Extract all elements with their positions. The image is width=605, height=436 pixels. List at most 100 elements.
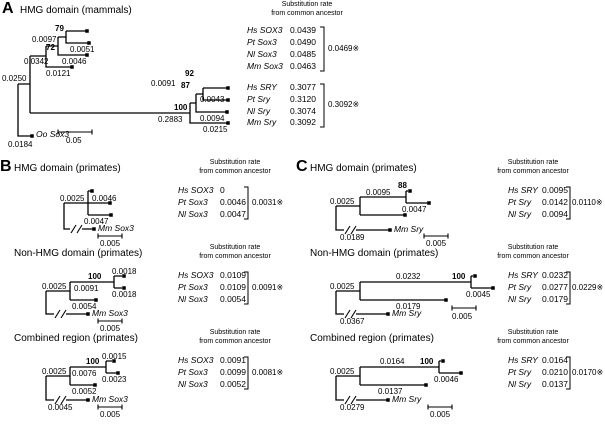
panel-a-title: HMG domain (mammals) xyxy=(20,5,132,16)
taxon-name: Pt Sry xyxy=(508,282,532,292)
panel-b2-internal-length: 0.0091 xyxy=(74,284,99,293)
panel-c2-title: Non-HMG domain (primates) xyxy=(310,248,439,259)
scale-bars xyxy=(57,129,477,410)
panel-a-mm-sox3-branch-length: 0.0121 xyxy=(46,69,71,78)
taxon-name: Nl Sox3 xyxy=(178,209,208,219)
rate-header-line1: Substitution rate xyxy=(507,244,559,251)
panel-c3-title: Combined region (primates) xyxy=(310,333,434,344)
panel-b-tree3-branches xyxy=(45,360,117,401)
panel-a-bootstrap-sry-clade: 100 xyxy=(174,103,188,112)
substitution-rate: 0.3092 xyxy=(290,117,316,127)
panel-b3-stem-length: 0.0025 xyxy=(42,367,67,376)
panel-c-tree2-branches xyxy=(335,275,493,315)
panel-c1-bootstrap: 88 xyxy=(398,181,407,190)
panel-c3-outgroup-taxon: Mm Sry xyxy=(392,394,422,404)
panel-c1-scale-label: 0.005 xyxy=(426,239,447,248)
substitution-rate: 0.0109 xyxy=(220,282,246,292)
panel-b3-internal-length: 0.0076 xyxy=(72,369,97,378)
panel-c2-internal-length: 0.0232 xyxy=(396,272,421,281)
panel-c3-rate-header: Substitution rate from common ancestor xyxy=(478,328,588,346)
average-rate-sry: 0.3092※ xyxy=(328,100,360,109)
average-rate: 0.0170※ xyxy=(572,368,604,377)
panel-c2-rate-header: Substitution rate from common ancestor xyxy=(478,243,588,261)
panel-c3-bootstrap: 100 xyxy=(420,357,434,366)
taxon-name: Pt Sox3 xyxy=(178,367,208,377)
panel-a-tree-branches xyxy=(17,30,228,137)
taxon-name: Hs SOX3 xyxy=(178,185,214,195)
rate-header-line2: from common ancestor xyxy=(199,253,271,260)
substitution-rate: 0.0054 xyxy=(220,294,246,304)
panel-b-tree1-branches xyxy=(63,190,111,230)
rate-header-line2: from common ancestor xyxy=(497,338,569,345)
substitution-rate: 0.0485 xyxy=(290,49,316,59)
panel-b1-nl-branch-length: 0.0047 xyxy=(84,217,109,226)
rate-header-line2: from common ancestor xyxy=(199,338,271,345)
panel-b3-outgroup-taxon: Mm Sox3 xyxy=(92,394,128,404)
average-rate-sox3: 0.0469※ xyxy=(328,44,360,53)
panel-b2-rate-header: Substitution rate from common ancestor xyxy=(180,243,290,261)
panel-c1-rate-header: Substitution rate from common ancestor xyxy=(478,158,588,176)
panel-b3-bootstrap: 100 xyxy=(86,357,100,366)
panel-c1-outgroup-branch-length: 0.0189 xyxy=(340,233,365,242)
taxon-name: Mm Sry xyxy=(247,117,277,127)
panel-b2-outgroup-taxon: Mm Sox3 xyxy=(92,308,128,318)
taxon-name: Nl Sox3 xyxy=(178,294,208,304)
taxon-name: Pt Sry xyxy=(508,197,532,207)
panel-b3-title: Combined region (primates) xyxy=(14,333,138,344)
substitution-rate: 0.0210 xyxy=(542,367,568,377)
taxon-name: Pt Sry xyxy=(508,367,532,377)
taxon-name: Pt Sry xyxy=(247,94,271,104)
panel-c1-pt-branch-length: 0.0047 xyxy=(402,205,427,214)
panel-b1-pt-branch-length: 0.0046 xyxy=(92,194,117,203)
substitution-rate: 0.0047 xyxy=(220,209,246,219)
rate-header-line2: from common ancestor xyxy=(497,253,569,260)
average-rate: 0.0110※ xyxy=(572,198,603,207)
panel-c2-nl-branch-length: 0.0179 xyxy=(396,302,421,311)
taxon-name: Mm Sox3 xyxy=(247,61,283,71)
panel-a-nl-sry-branch-length: 0.0094 xyxy=(200,114,225,123)
substitution-rate: 0.0164 xyxy=(542,355,568,365)
panel-b-tree2-branches xyxy=(45,275,122,315)
panel-a-sry-stem-length: 0.2883 xyxy=(158,115,183,124)
panel-c1-internal-length: 0.0095 xyxy=(366,188,391,197)
panel-b2-title: Non-HMG domain (primates) xyxy=(14,248,143,259)
taxon-name: Hs SOX3 xyxy=(247,25,283,35)
taxon-name: Pt Sox3 xyxy=(247,37,277,47)
panel-c1-stem-length: 0.0025 xyxy=(330,197,355,206)
panel-b1-scale-label: 0.005 xyxy=(100,239,121,248)
panel-a-rate-header: Substitution rate from common ancestor xyxy=(252,0,362,18)
substitution-rate: 0.0095 xyxy=(542,185,568,195)
panel-b1-outgroup-taxon: Mm Sox3 xyxy=(98,223,134,233)
taxon-name: Hs SRY xyxy=(508,185,538,195)
rate-header-line1: Substitution rate xyxy=(281,1,333,8)
panel-a-sry-internal-length: 0.0091 xyxy=(151,79,176,88)
taxon-name: Hs SRY xyxy=(247,82,277,92)
panel-a-sox3-internal-length: 0.0097 xyxy=(32,35,57,44)
average-brackets xyxy=(244,26,571,390)
rate-header-line2: from common ancestor xyxy=(199,168,271,175)
panel-c-tree3-branches xyxy=(335,360,461,401)
panel-b2-bootstrap: 100 xyxy=(88,272,102,281)
taxon-name: Nl Sry xyxy=(508,209,532,219)
taxon-name: Nl Sox3 xyxy=(247,49,277,59)
substitution-rate: 0.0232 xyxy=(542,270,568,280)
panel-c2-scale-label: 0.005 xyxy=(452,312,473,321)
rate-header-line1: Substitution rate xyxy=(507,159,559,166)
panel-a-bootstrap-hs-pt-sry: 87 xyxy=(181,81,190,90)
taxon-name: Nl Sry xyxy=(508,294,532,304)
panel-c3-outgroup-branch-length: 0.0279 xyxy=(340,403,365,412)
panel-b2-pt-branch-length: 0.0018 xyxy=(112,290,137,299)
panel-c-letter: C xyxy=(296,158,308,175)
substitution-rate: 0.3074 xyxy=(290,106,316,116)
panel-a-bootstrap-hs-pt-sox3: 79 xyxy=(55,24,64,33)
substitution-rate: 0.0052 xyxy=(220,379,246,389)
substitution-rate: 0.0179 xyxy=(542,294,568,304)
panel-a-outgroup-taxon: Oo Sox3 xyxy=(36,129,70,139)
taxon-name: Hs SOX3 xyxy=(178,270,214,280)
panel-a-letter: A xyxy=(2,0,14,17)
panel-b-letter: B xyxy=(0,158,12,175)
panel-c2-outgroup-branch-length: 0.0367 xyxy=(340,317,365,326)
panel-a-root-branch-length: 0.0250 xyxy=(2,74,27,83)
substitution-rate: 0.0490 xyxy=(290,37,316,47)
